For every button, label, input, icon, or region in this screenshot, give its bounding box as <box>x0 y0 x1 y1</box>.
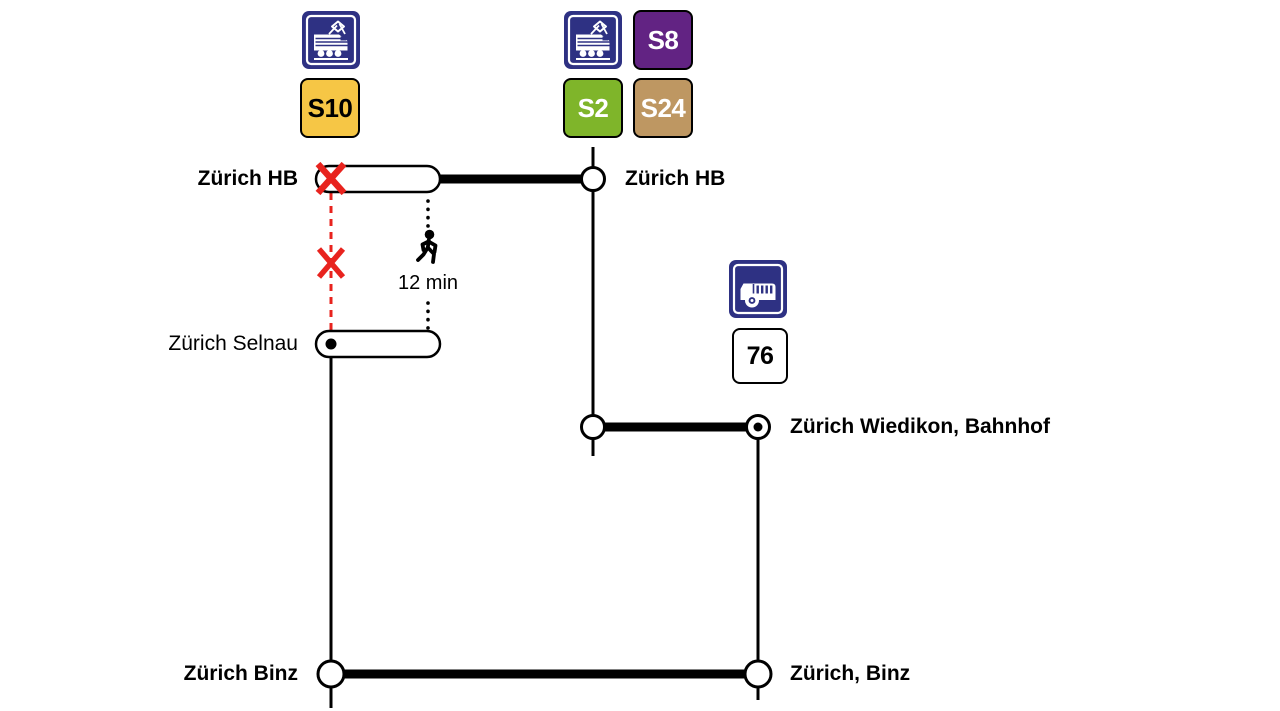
line-badge-s2: S2 <box>563 78 623 138</box>
line-badge-s10: S10 <box>300 78 360 138</box>
selnau-stop-dot <box>325 338 337 350</box>
wiedikon-bus-stop-dot <box>753 422 763 432</box>
line-badge-s24: S24 <box>633 78 693 138</box>
station-node-wiedikon-rail <box>580 414 606 440</box>
station-label-zurich-selnau: Zürich Selnau <box>168 332 298 355</box>
walking-person-icon <box>416 229 438 264</box>
line-badge-s8: S8 <box>633 10 693 70</box>
sign-inner-border <box>305 14 357 66</box>
station-label-zurich-hb-left: Zürich HB <box>197 167 298 190</box>
walk-duration-label: 12 min <box>397 272 459 294</box>
station-node-binz-rail <box>316 659 346 689</box>
station-node-binz-bus <box>743 659 773 689</box>
bus-glyph <box>740 283 776 308</box>
station-platform-selnau <box>314 329 442 359</box>
train-glyph <box>576 20 610 60</box>
station-label-zurich-binz-rail: Zürich Binz <box>183 662 298 685</box>
sign-inner-border <box>732 263 784 315</box>
train-sign-icon <box>301 10 361 70</box>
red-x-icon-hb <box>315 161 347 196</box>
station-platform-hb-left <box>314 164 442 194</box>
station-node-hb-right <box>580 166 606 192</box>
sign-inner-border <box>567 14 619 66</box>
station-label-zurich-binz-bus: Zürich, Binz <box>790 662 911 685</box>
line-badge-bus-76: 76 <box>732 328 788 384</box>
station-label-zurich-wiedikon: Zürich Wiedikon, Bahnhof <box>790 415 1050 438</box>
red-x-icon-route <box>316 247 346 279</box>
bus-sign-icon <box>728 259 788 319</box>
train-sign-icon <box>563 10 623 70</box>
station-label-zurich-hb-right: Zürich HB <box>625 167 726 190</box>
train-glyph <box>314 20 348 60</box>
